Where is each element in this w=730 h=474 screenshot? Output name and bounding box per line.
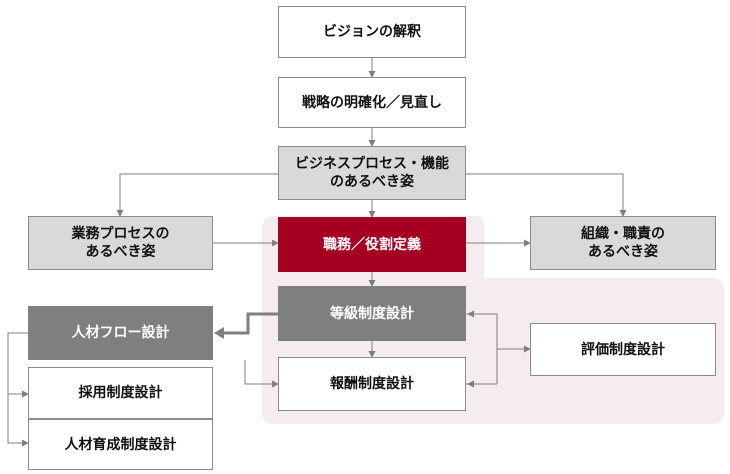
node-compensation: 報酬制度設計 xyxy=(278,357,466,411)
arrow-talentflow-to-hiring xyxy=(7,332,29,398)
arrow-function-org xyxy=(460,170,627,217)
arrow-grade-talentflow xyxy=(222,312,278,335)
node-talent-development: 人材育成制度設計 xyxy=(28,419,213,470)
node-hiring: 採用制度設計 xyxy=(28,367,213,419)
arrow-talentflow-to-compensation xyxy=(244,360,279,388)
node-evaluation: 評価制度設計 xyxy=(530,323,716,376)
node-talent-flow: 人材フロー設計 xyxy=(28,306,213,360)
node-job-role: 職務／役割定義 xyxy=(278,217,466,272)
node-vision: ビジョンの解釈 xyxy=(278,6,466,58)
node-org-duty: 組織・職責の あるべき姿 xyxy=(530,216,716,270)
node-business-process: 業務プロセスの あるべき姿 xyxy=(28,216,213,270)
node-business-function: ビジネスプロセス・機能 のあるべき姿 xyxy=(278,146,466,200)
arrow-function-process xyxy=(116,170,284,217)
node-grade: 等級制度設計 xyxy=(278,286,466,341)
node-strategy: 戦略の明確化／見直し xyxy=(278,77,466,128)
arrow-talentflow-to-development xyxy=(7,394,29,447)
